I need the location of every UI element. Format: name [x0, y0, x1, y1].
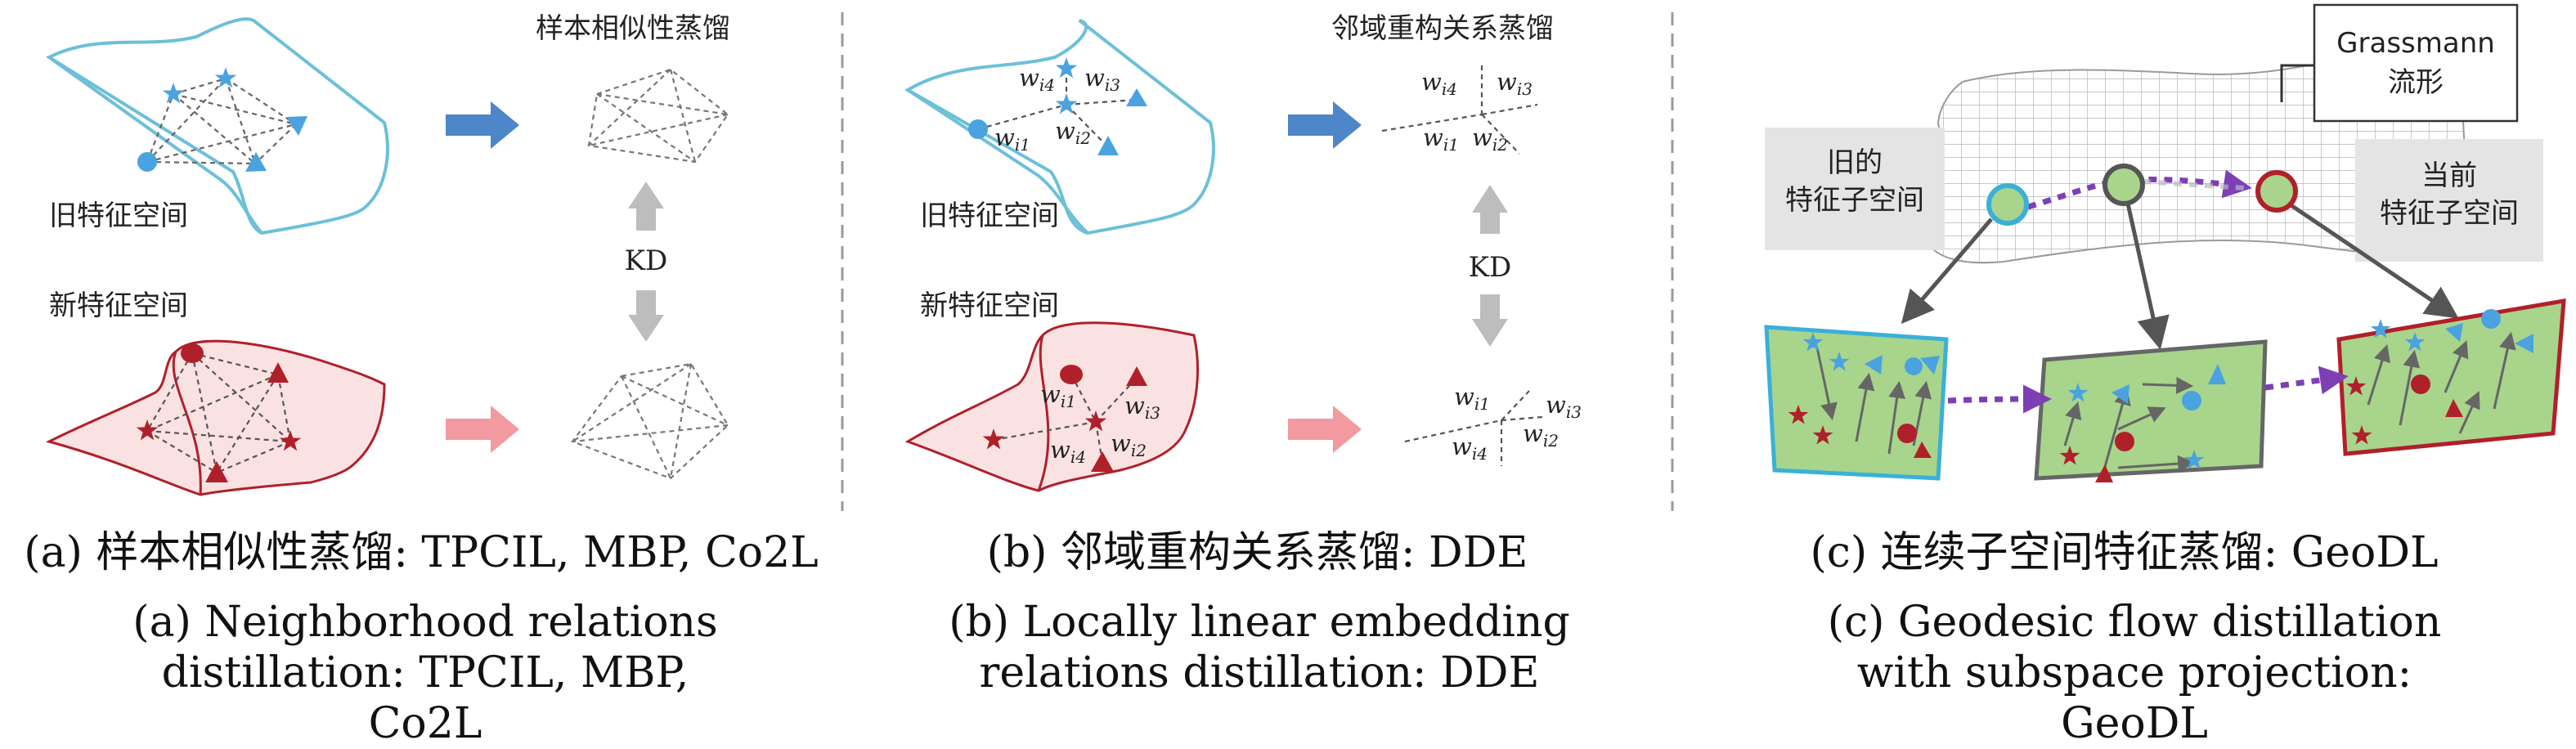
panel-b-title: 邻域重构关系蒸馏	[1331, 12, 1554, 45]
old-relation-graph	[587, 68, 729, 164]
kd-down-arrow	[1472, 294, 1508, 347]
figure-canvas: 旧特征空间 样本相似性蒸馏 KD 新特征空间	[45, 3, 2566, 511]
blue-arrow	[446, 101, 519, 149]
current-subspace-plane	[2336, 298, 2566, 456]
weight-label: wi4	[1421, 68, 1457, 99]
caption-a-zh: (a) 样本相似性蒸馏: TPCIL, MBP, Co2L	[24, 528, 819, 577]
plane-flow-path	[2264, 366, 2349, 395]
old-subspace-label-line1: 旧的	[1827, 146, 1883, 179]
intermediate-subspace-plane	[2034, 339, 2268, 482]
circle-sample-icon	[181, 343, 204, 363]
current-subspace-label-line1: 当前	[2421, 159, 2477, 192]
triangle-sample-icon	[245, 152, 267, 172]
caption-b-en: (b) Locally linear embedding relations d…	[949, 598, 1570, 697]
panel-c: 旧的 特征子空间 当前 特征子空间 Grassmann 流形	[1764, 3, 2566, 482]
caption-c-en: (c) Geodesic flow distillation with subs…	[1827, 598, 2442, 748]
circle-sample-icon	[137, 152, 157, 172]
old-similarity-graph	[146, 77, 297, 165]
triangle-sample-icon	[267, 362, 289, 383]
kd-down-arrow	[628, 290, 664, 342]
panel-b: wi4 wi3 wi1 wi2 旧特征空间 邻域重构关系蒸馏 wi4 wi3 w…	[904, 12, 1582, 492]
manifold-label-leader	[2280, 64, 2314, 102]
triangle-sample-icon	[1091, 451, 1114, 472]
triangle-sample-icon	[1097, 136, 1119, 155]
current-subspace-label-line2: 特征子空间	[2380, 197, 2519, 230]
old-reconstruction-star	[1381, 65, 1538, 155]
new-relation-graph	[571, 362, 729, 480]
panel-a: 旧特征空间 样本相似性蒸馏 KD 新特征空间	[45, 12, 730, 496]
old-subspace-label-line2: 特征子空间	[1785, 184, 1924, 217]
new-reconstruction-star	[1404, 390, 1543, 466]
weight-label: wi1	[1454, 383, 1490, 414]
new-similarity-graph	[146, 352, 292, 474]
old-space-label: 旧特征空间	[920, 200, 1059, 232]
old-feature-space-sheet	[904, 19, 1215, 235]
pink-arrow	[1288, 406, 1362, 453]
weight-label: wi2	[1472, 123, 1508, 155]
triangle-sample-icon	[1126, 366, 1147, 386]
caption-c-zh: (c) 连续子空间特征蒸馏: GeoDL	[1810, 528, 2439, 577]
circle-sample-icon	[968, 119, 988, 139]
new-space-label: 新特征空间	[49, 289, 188, 322]
weight-label: wi3	[1084, 64, 1120, 95]
old-space-label: 旧特征空间	[49, 200, 188, 232]
circle-sample-icon	[1060, 365, 1083, 384]
triangle-sample-icon	[205, 461, 228, 482]
weight-label: wi3	[1497, 68, 1533, 99]
projection-arrow	[1901, 218, 1993, 325]
old-subspace-label-box	[1765, 128, 1945, 250]
kd-up-arrow	[1472, 185, 1508, 234]
current-subspace-label-box	[2355, 139, 2543, 262]
kd-label: KD	[1469, 251, 1512, 284]
manifold-label-line1: Grassmann	[2336, 27, 2495, 60]
caption-a-en: (a) Neighborhood relations distillation:…	[132, 598, 718, 748]
manifold-label-line2: 流形	[2388, 66, 2444, 99]
geodesic-flow-path	[2026, 169, 2252, 210]
weight-label: wi4	[1452, 433, 1488, 464]
current-subspace-node	[2255, 170, 2298, 213]
panel-a-title: 样本相似性蒸馏	[536, 12, 730, 45]
old-subspace-plane	[1764, 325, 1949, 481]
weight-label: wi4	[1050, 436, 1086, 467]
weight-label: wi3	[1546, 391, 1582, 422]
intermediate-subspace-node	[2103, 164, 2145, 206]
triangle-sample-icon	[1126, 88, 1147, 106]
projection-arrow	[2124, 195, 2170, 350]
projection-arrow	[2288, 202, 2459, 319]
weight-label: wi2	[1111, 429, 1147, 460]
old-subspace-node	[1986, 183, 2029, 226]
triangle-sample-icon	[286, 116, 307, 136]
kd-up-arrow	[628, 182, 664, 231]
blue-arrow	[1288, 101, 1362, 149]
new-space-label: 新特征空间	[920, 289, 1059, 322]
weight-label: wi2	[1523, 419, 1559, 451]
kd-label: KD	[625, 244, 668, 277]
plane-flow-path	[1947, 384, 2052, 414]
weight-label: wi1	[1423, 123, 1459, 155]
pink-arrow	[446, 406, 519, 453]
manifold-label-box	[2313, 3, 2519, 123]
caption-b-zh: (b) 邻域重构关系蒸馏: DDE	[986, 528, 1528, 577]
